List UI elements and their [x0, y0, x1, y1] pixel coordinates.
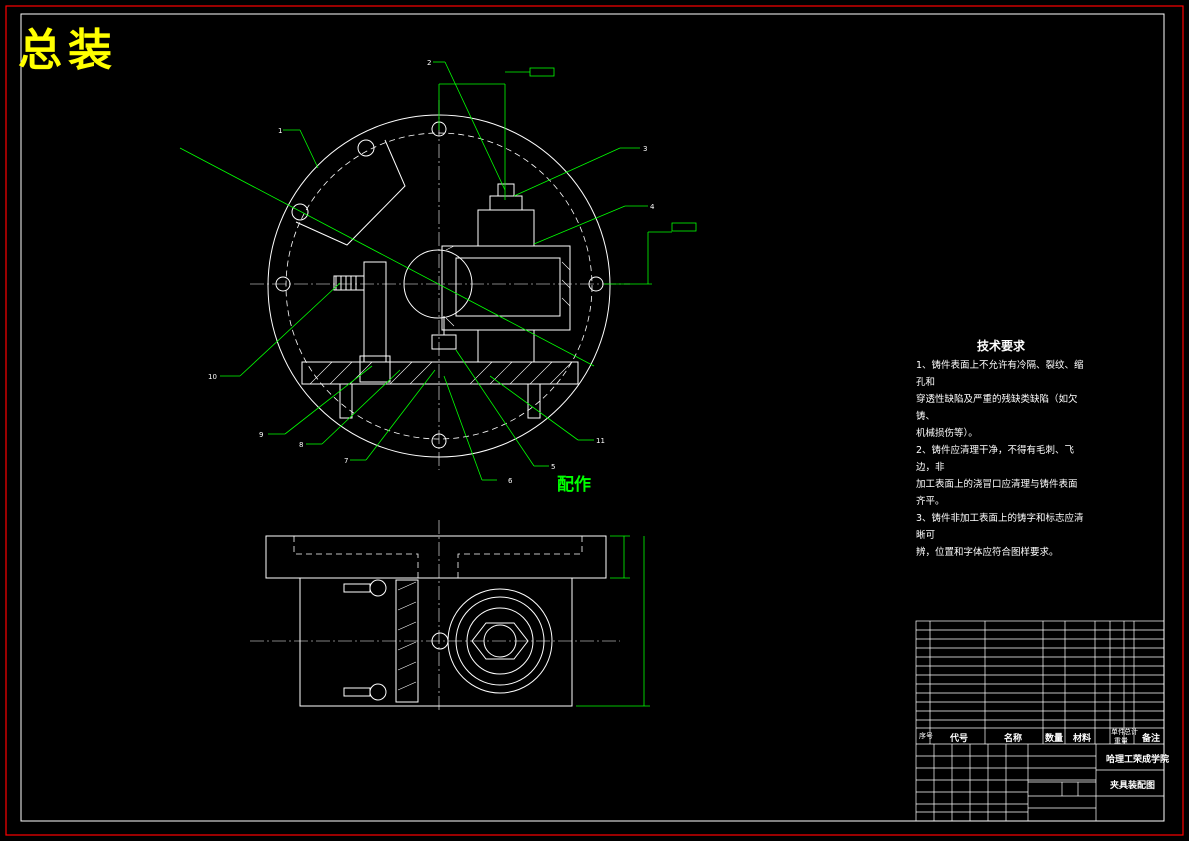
balloon-labels: 1 2 3 4 5 6 7 8 9 10 11: [208, 59, 655, 485]
notes-heading: 技术要求: [976, 339, 1025, 353]
tb-drawing-name: 夹具装配图: [1110, 781, 1156, 791]
note-line: 辨，位置和字体应符合图样要求。: [916, 547, 1059, 558]
tb-weight-label: 重量: [1114, 737, 1128, 745]
svg-text:9: 9: [259, 431, 263, 439]
note-line: 加工表面上的浇冒口应清理与铸件表面齐平。: [916, 479, 1078, 507]
tb-header-total: 总计: [1124, 728, 1138, 736]
note-line: 穿透性缺陷及严重的残缺类缺陷（如欠铸、: [916, 394, 1078, 422]
svg-text:2: 2: [427, 59, 431, 67]
svg-text:4: 4: [650, 203, 655, 211]
tb-header-name: 名称: [1004, 734, 1023, 744]
svg-text:8: 8: [299, 441, 303, 449]
svg-text:1: 1: [278, 127, 282, 135]
note-line: 2、铸件应清理干净，不得有毛刺、飞边，非: [916, 445, 1075, 473]
svg-text:3: 3: [643, 145, 647, 153]
front-dimensions: [576, 535, 650, 707]
assembly-label: 配作: [557, 475, 591, 495]
leader-lines: [179, 61, 697, 481]
tb-header-qty: 数量: [1045, 734, 1064, 744]
svg-text:7: 7: [344, 457, 348, 465]
front-view: [250, 520, 620, 712]
svg-text:11: 11: [596, 437, 605, 445]
inner-frame: [20, 13, 1165, 822]
tb-header-material: 材料: [1073, 734, 1092, 744]
tb-header-code: 代号: [950, 734, 969, 744]
tb-header-remark: 备注: [1142, 734, 1161, 744]
note-line: 3、铸件非加工表面上的铸字和标志应清晰可: [916, 513, 1084, 541]
tb-school: 哈理工荣成学院: [1106, 755, 1170, 765]
svg-text:5: 5: [551, 463, 555, 471]
technical-notes: 技术要求 1、铸件表面上不允许有冷隔、裂纹、缩孔和 穿透性缺陷及严重的残缺类缺陷…: [916, 338, 1086, 561]
tb-header-index: 序号: [919, 732, 933, 740]
drawing-title: 总装: [18, 25, 118, 76]
note-line: 1、铸件表面上不允许有冷隔、裂纹、缩孔和: [916, 360, 1084, 388]
tb-header-unit: 单件: [1111, 728, 1125, 736]
svg-text:10: 10: [208, 373, 217, 381]
outer-frame: [5, 5, 1184, 836]
note-line: 机械损伤等）。: [916, 428, 978, 439]
svg-text:6: 6: [508, 477, 513, 485]
title-block: [915, 620, 1165, 822]
top-view: [250, 100, 630, 470]
